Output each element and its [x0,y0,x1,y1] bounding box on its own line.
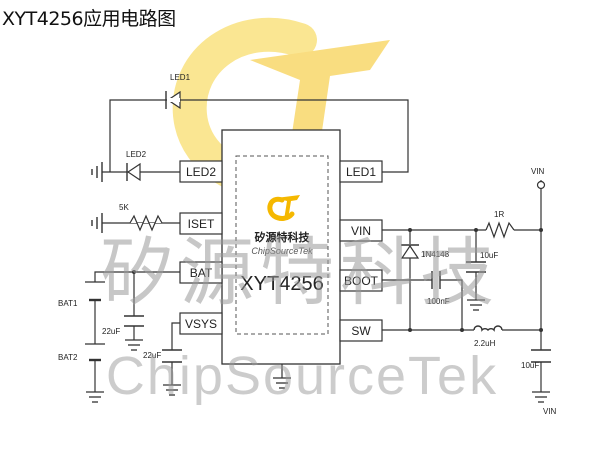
chip-brand-en: ChipSourceTek [251,246,313,256]
cap-vsys-label: 22uF [143,351,161,360]
chip-body [221,129,341,365]
resistor-1r-label: 1R [494,210,504,219]
svg-text:ISET: ISET [188,217,215,231]
bat2-label: BAT2 [58,353,78,362]
cap-cin-label: 10uF [480,251,498,260]
diode-label: 1N4148 [421,250,450,259]
chip-brand-cn: 矽源特科技 [255,230,311,244]
watermark-en: ChipSourceTek [106,346,498,406]
inductor-label: 2.2uH [474,339,496,348]
ground-bottom-chip [273,377,291,389]
ground-cin [467,299,485,311]
ground-bottom-bat [86,391,104,403]
chip-logo [267,195,300,221]
bat1-label: BAT1 [58,299,78,308]
cap-boot-label: 100nF [427,297,450,306]
svg-text:VIN: VIN [351,224,371,238]
watermark-cn: 矽源特科技 [100,231,500,314]
pin-led1: LED1 [339,160,383,183]
resistor-5k [129,214,163,232]
capacitor-bat-22uf [124,315,144,327]
inductor-2-2uh [473,325,503,332]
ground-bottom-cap [125,339,143,351]
svg-text:VSYS: VSYS [185,317,217,331]
cap-cout-label: 10uF [521,361,539,370]
cap-bat-label: 22uF [102,327,120,336]
resistor-5k-label: 5K [119,203,129,212]
capacitor-boot-100nf [431,271,441,289]
capacitor-cin-10uf [466,261,486,273]
vin-terminal-top [536,180,546,190]
pin-led2: LED2 [179,160,223,183]
wires [94,99,542,392]
ground-iset [91,213,103,233]
junction-dots [132,228,543,332]
battery-bat2 [85,343,105,362]
svg-text:LED2: LED2 [186,165,216,179]
page-title: XYT4256应用电路图 [2,8,176,30]
battery-bat1 [85,281,105,302]
chip-inner-box [235,155,329,335]
capacitor-vsys-22uf [162,349,182,363]
led1-symbol [165,90,181,110]
led2-label: LED2 [126,150,147,159]
led1-label: LED1 [170,73,191,82]
pin-sw: SW [339,319,383,342]
capacitor-cout-10uf [531,349,551,363]
svg-text:BAT: BAT [190,266,213,280]
ground-bottom-vsys [163,384,181,396]
ground-cout [532,391,550,403]
vin-top-label: VIN [531,167,545,176]
ground-led2 [91,162,103,182]
svg-text:SW: SW [351,324,371,338]
led2-symbol [126,162,141,182]
vin-bottom-label: VIN [543,407,557,416]
pin-vin: VIN [339,219,383,242]
pin-boot: BOOT [339,269,383,292]
chip-name: XYT4256 [240,273,323,295]
diode-1n4148 [400,244,420,259]
resistor-1r [485,221,515,239]
svg-text:BOOT: BOOT [344,274,379,288]
svg-text:LED1: LED1 [346,165,376,179]
pin-vsys: VSYS [179,312,223,335]
